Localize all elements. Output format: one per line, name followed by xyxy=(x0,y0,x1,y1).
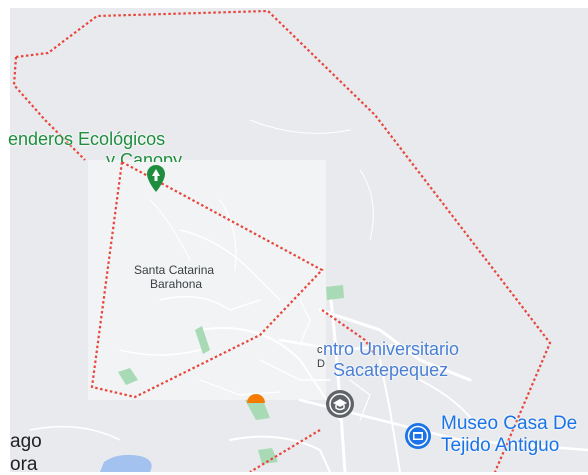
town-label-line2: Barahona xyxy=(150,277,203,291)
outer-boundary-left xyxy=(12,56,86,161)
inner-boundary xyxy=(90,160,324,399)
outer-boundary-bottom2 xyxy=(249,429,321,472)
map-top-margin xyxy=(0,0,588,8)
university-label-line2[interactable]: Sacatepequez xyxy=(333,360,449,380)
restaurant-icon[interactable] xyxy=(247,394,265,403)
park-label-line2[interactable]: y Canopy xyxy=(106,150,183,162)
park-patches xyxy=(118,285,344,464)
museum-icon[interactable] xyxy=(405,423,431,449)
park-label-line1[interactable]: enderos Ecológicos xyxy=(8,129,166,149)
outer-boundary-bottom xyxy=(321,309,376,356)
map-left-margin xyxy=(0,0,10,472)
university-prefix-line1: c xyxy=(317,344,323,356)
university-label-line1[interactable]: ntro Universitario xyxy=(323,339,460,359)
graduation-cap-icon[interactable] xyxy=(326,390,354,418)
museum-label-line2[interactable]: Tejido Antiguo xyxy=(441,435,560,456)
left-edge-label-line2: ora xyxy=(10,454,38,475)
tree-pin-icon[interactable] xyxy=(147,165,165,192)
university-prefix-line2: D xyxy=(317,358,325,370)
water-body xyxy=(100,454,152,472)
highlight-area xyxy=(88,160,326,400)
left-edge-label-line1: ago xyxy=(10,431,42,452)
museum-label-line1[interactable]: Museo Casa De xyxy=(441,413,578,434)
outer-boundary xyxy=(15,9,552,472)
town-label-line1: Santa Catarina xyxy=(134,263,215,277)
